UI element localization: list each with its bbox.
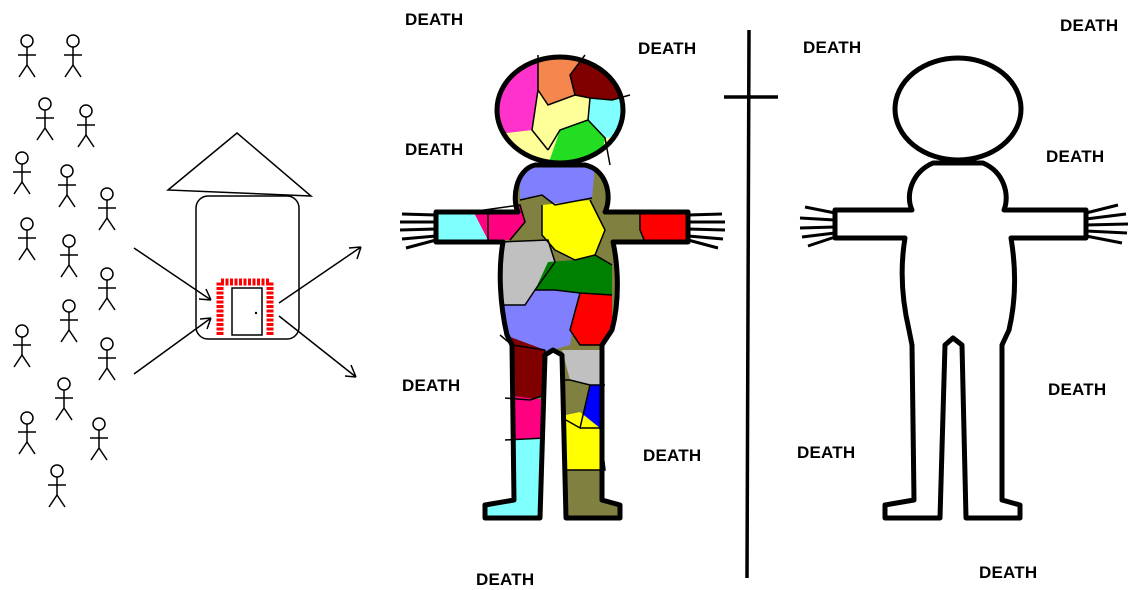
stick-figure — [98, 268, 116, 310]
arrow-in-bottom — [134, 318, 211, 374]
stick-figure — [18, 412, 36, 454]
arrow-out-bottom — [279, 316, 356, 377]
stick-figure — [98, 188, 116, 230]
death-label: DEATH — [1060, 17, 1118, 34]
stick-figure — [60, 235, 78, 277]
plain-right-hand — [1086, 205, 1128, 243]
crowd — [13, 35, 116, 507]
colorful-right-hand — [688, 214, 725, 248]
death-label: DEATH — [1048, 381, 1106, 398]
stick-figure — [60, 300, 78, 342]
door-knob — [255, 312, 257, 314]
divider — [724, 30, 778, 578]
stick-figure — [36, 98, 54, 140]
death-label: DEATH — [476, 571, 534, 588]
arrow-in-top — [134, 248, 211, 300]
death-label: DEATH — [1046, 148, 1104, 165]
death-label: DEATH — [638, 40, 696, 57]
stick-figure — [98, 338, 116, 380]
stick-figure — [55, 378, 73, 420]
stick-figure — [18, 218, 36, 260]
house-roof — [168, 133, 311, 196]
death-label: DEATH — [803, 39, 861, 56]
arrow-out-top — [279, 247, 361, 303]
plain-body-outline — [835, 163, 1086, 518]
colorful-body — [400, 160, 725, 525]
death-label: DEATH — [979, 564, 1037, 581]
stick-figure — [48, 465, 66, 507]
death-label: DEATH — [405, 11, 463, 28]
plain-left-hand — [800, 207, 835, 246]
stick-figure — [18, 35, 36, 77]
death-label: DEATH — [402, 377, 460, 394]
stick-figure — [90, 418, 108, 460]
colorful-head — [490, 55, 630, 165]
stick-figure — [58, 165, 76, 207]
death-label: DEATH — [405, 141, 463, 158]
stick-figure — [13, 152, 31, 194]
plain-head — [895, 58, 1021, 160]
death-label: DEATH — [797, 444, 855, 461]
stick-figure — [64, 35, 82, 77]
stick-figure — [13, 325, 31, 367]
death-label: DEATH — [643, 447, 701, 464]
door — [232, 288, 262, 335]
house — [168, 133, 311, 339]
colorful-left-hand — [400, 214, 436, 248]
stick-figure — [77, 105, 95, 147]
divider-line — [747, 30, 749, 578]
